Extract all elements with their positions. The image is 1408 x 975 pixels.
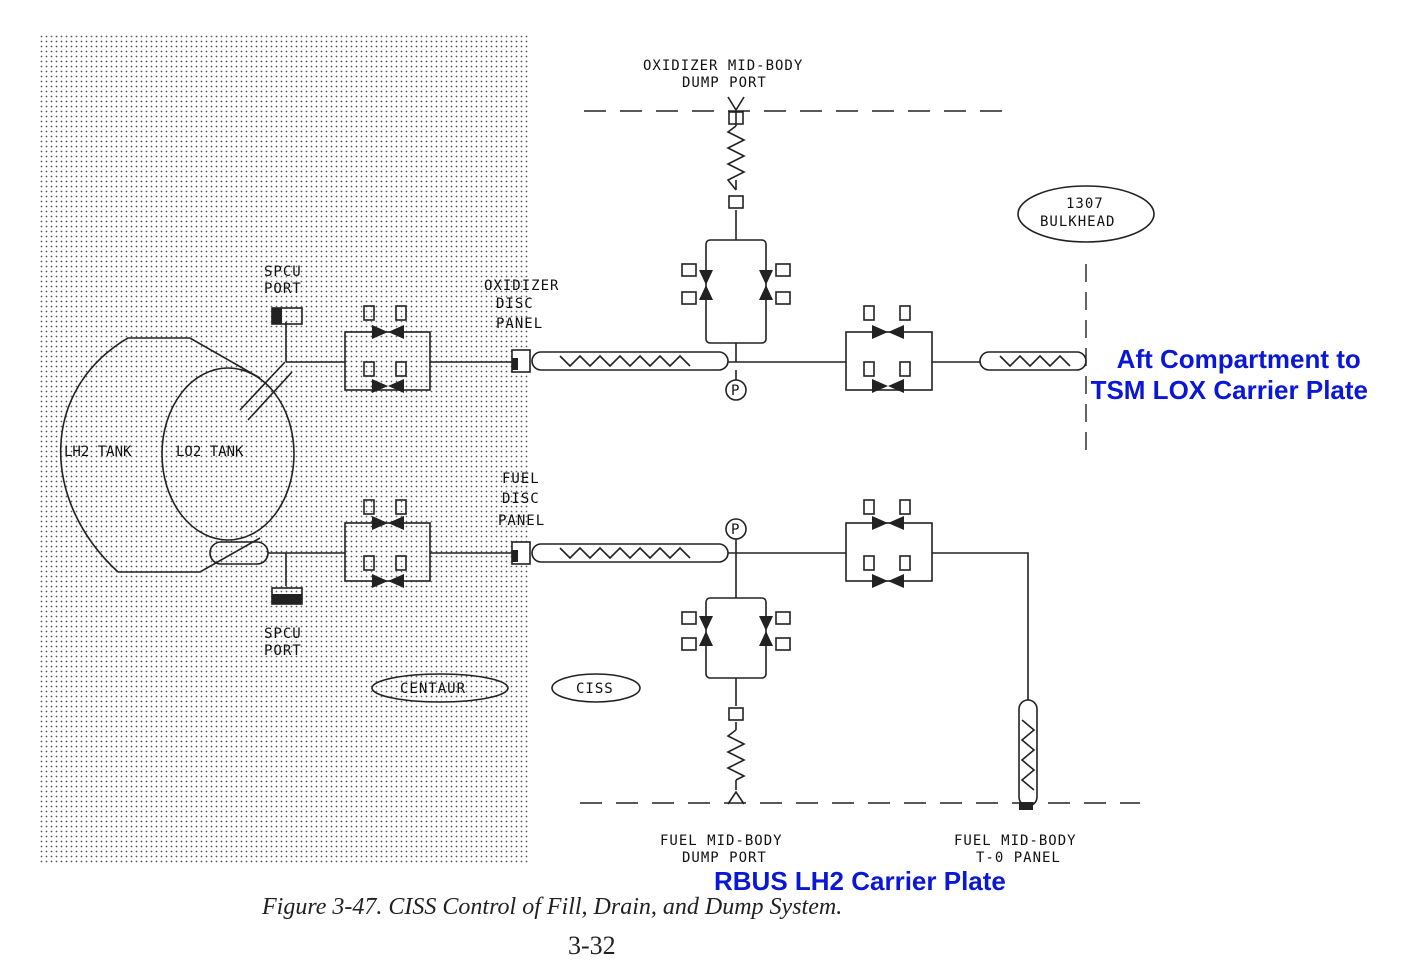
fuel-dump-valve-box <box>681 597 791 679</box>
oxidizer-dump-port-label: OXIDIZER MID-BODY DUMP PORT <box>643 58 813 91</box>
fuel-dump-bellows <box>726 729 746 781</box>
rbus-annotation: RBUS LH2 Carrier Plate <box>714 866 1006 896</box>
fuel-pressure-label: P <box>731 522 739 538</box>
oxidizer-dump-coupling <box>728 111 744 125</box>
oxidizer-dump-nozzle <box>727 96 745 112</box>
fuel-valve-box-centaur <box>344 499 431 588</box>
figure-caption: Figure 3-47. CISS Control of Fill, Drain… <box>261 894 842 920</box>
lo2-tank-label: LO2 TANK <box>176 444 244 460</box>
oxidizer-flex-hose <box>531 351 729 371</box>
centaur-oval <box>371 673 509 703</box>
bulkhead-oval <box>1017 185 1155 243</box>
centaur-region <box>40 33 528 865</box>
fuel-valve-box-ciss <box>845 499 933 588</box>
oxidizer-bulkhead-hose <box>979 351 1087 371</box>
centaur-label: CENTAUR <box>400 681 466 697</box>
lo2-fill-line <box>239 361 293 421</box>
lh2-tank-label: LH2 TANK <box>64 444 132 460</box>
fuel-disc-panel-label: FUEL DISC PANEL <box>498 471 549 529</box>
oxidizer-dump-coupling-lower <box>728 195 744 209</box>
fuel-dump-nozzle <box>727 790 745 805</box>
oxidizer-dump-bellows <box>726 125 746 191</box>
oxidizer-valve-box-ciss <box>845 305 933 393</box>
page-number: 3-32 <box>568 931 616 960</box>
oxidizer-disc-panel-label: OXIDIZER DISC PANEL <box>484 278 569 332</box>
fuel-dump-port-label: FUEL MID-BODY DUMP PORT <box>660 833 792 866</box>
oxidizer-line-centaur <box>285 322 512 363</box>
oxidizer-pressure-label: P <box>731 383 739 399</box>
lo2-tank <box>161 367 295 541</box>
fuel-line-ciss <box>728 539 1029 700</box>
spcu-port-bottom-label: SPCU PORT <box>264 626 311 659</box>
ciss-label: CISS <box>576 681 614 697</box>
fuel-dump-coupling <box>728 707 744 721</box>
fuel-flex-hose <box>531 543 729 563</box>
ciss-oval <box>551 673 641 703</box>
fuel-to-panel-label: FUEL MID-BODY T-0 PANEL <box>954 833 1086 866</box>
fuel-to-hose <box>1018 699 1038 810</box>
fuel-line-centaur <box>268 552 512 586</box>
aft-compartment-annotation: Aft Compartment to TSM LOX Carrier Plate <box>1091 344 1368 405</box>
oxidizer-valve-box-centaur <box>344 305 431 393</box>
oxidizer-dump-valve-box <box>681 239 791 344</box>
lh2-tank <box>59 337 261 573</box>
spcu-port-top-label: SPCU PORT <box>264 264 311 297</box>
bulkhead-label: 1307 BULKHEAD <box>1040 196 1115 230</box>
